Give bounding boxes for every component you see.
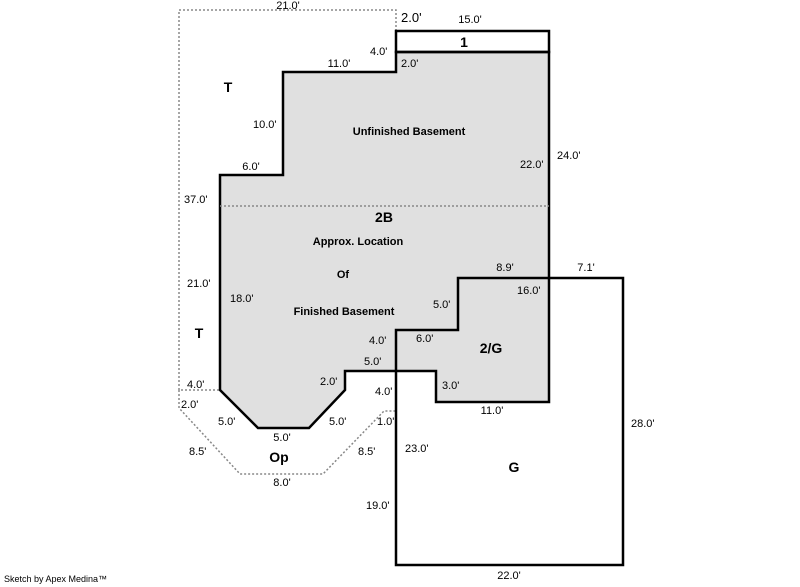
sketch-credit: Sketch by Apex Medina™	[4, 574, 108, 584]
dim-label: 21.0'	[187, 278, 211, 290]
dim-label: 8.9'	[496, 262, 513, 274]
dim-label: 4.0'	[375, 386, 392, 398]
dim-label: 4.0'	[187, 379, 204, 391]
area-label-1: 1	[460, 34, 468, 50]
dim-label: 2.0'	[401, 10, 422, 25]
dim-label: 2.0'	[181, 399, 198, 411]
dim-label: 8.0'	[273, 477, 290, 489]
dim-label: 21.0'	[276, 0, 300, 12]
dim-label: 24.0'	[557, 150, 581, 162]
area-label-approx-1: Approx. Location	[313, 236, 404, 248]
dim-label: 22.0'	[520, 159, 544, 171]
dim-label: 8.5'	[358, 446, 375, 458]
dim-label: 7.1'	[577, 262, 594, 274]
dim-label: 16.0'	[517, 285, 541, 297]
dim-label: 2.0'	[401, 58, 418, 70]
area-label-2b: 2B	[375, 209, 393, 225]
dim-label: 11.0'	[328, 58, 351, 70]
open-porch-outline	[178, 390, 396, 475]
dim-label: 6.0'	[416, 333, 433, 345]
dim-label: 22.0'	[497, 570, 521, 582]
dim-label: 5.0'	[329, 416, 346, 428]
dim-label: 10.0'	[253, 119, 277, 131]
dim-label: 2.0'	[320, 376, 337, 388]
garage-2g-jog	[394, 276, 549, 371]
dim-label: 6.0'	[242, 161, 259, 173]
area-label-t-bottom: T	[195, 325, 204, 341]
area-label-unfinished: Unfinished Basement	[353, 126, 466, 138]
area-label-t-top: T	[224, 79, 233, 95]
dim-label: 37.0'	[184, 194, 208, 206]
dim-label: 4.0'	[370, 46, 387, 58]
dim-label: 5.0'	[364, 356, 381, 368]
terrace-outline	[178, 9, 397, 391]
basement-outline	[218, 50, 551, 430]
dim-label: 5.0'	[273, 432, 290, 444]
area-label-approx-3: Finished Basement	[294, 306, 395, 318]
dim-label: 23.0'	[405, 443, 429, 455]
area-label-op: Op	[269, 449, 288, 465]
dim-label: 11.0'	[481, 405, 504, 417]
dim-label: 5.0'	[218, 416, 235, 428]
dim-label: 5.0'	[433, 299, 450, 311]
area-label-2g: 2/G	[480, 340, 503, 356]
area-label-g: G	[509, 459, 520, 475]
garage-outline	[394, 276, 625, 567]
dim-label: 1.0'	[377, 416, 394, 428]
dim-label: 18.0'	[230, 293, 254, 305]
dim-label: 15.0'	[458, 14, 482, 26]
area-1-outline	[394, 29, 551, 54]
dim-label: 19.0'	[366, 500, 390, 512]
dim-label: 4.0'	[369, 335, 386, 347]
dim-label: 28.0'	[631, 418, 655, 430]
dim-label: 3.0'	[442, 380, 459, 392]
dim-label: 8.5'	[189, 446, 206, 458]
area-label-approx-2: Of	[337, 269, 350, 281]
